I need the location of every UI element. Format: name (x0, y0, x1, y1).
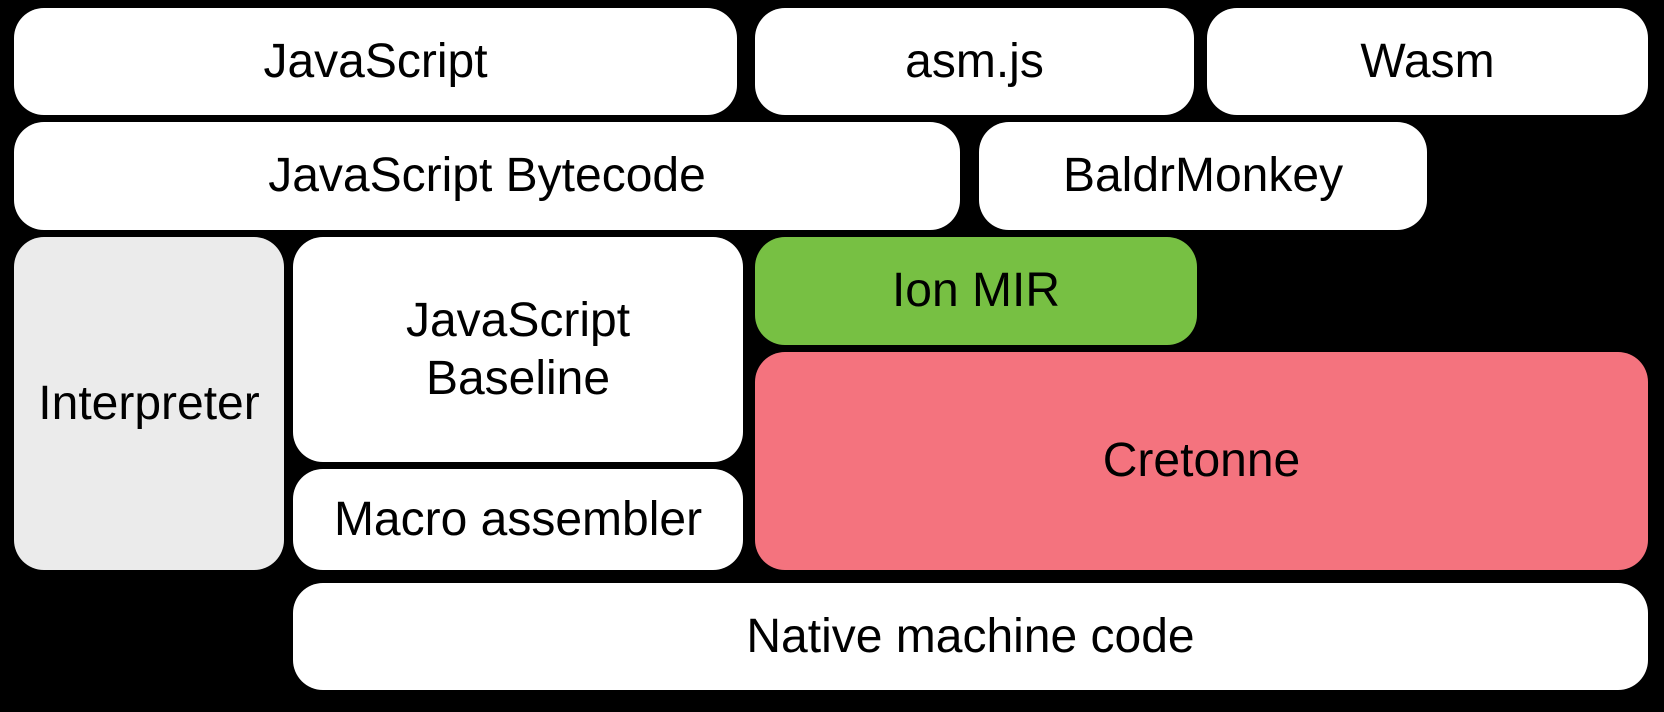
node-javascript-bytecode: JavaScript Bytecode (14, 122, 960, 230)
node-native-machine-code-label: Native machine code (746, 609, 1195, 663)
node-interpreter-label: Interpreter (38, 376, 260, 430)
node-wasm-label: Wasm (1360, 34, 1495, 88)
node-javascript-baseline-line2: Baseline (425, 351, 611, 405)
node-asmjs: asm.js (755, 8, 1194, 115)
node-native-machine-code: Native machine code (293, 583, 1648, 690)
node-javascript: JavaScript (14, 8, 737, 115)
node-wasm: Wasm (1207, 8, 1648, 115)
node-interpreter: Interpreter (14, 237, 284, 570)
node-ion-mir: Ion MIR (755, 237, 1197, 345)
node-javascript-bytecode-label: JavaScript Bytecode (268, 149, 706, 203)
node-javascript-baseline-line1: JavaScript (405, 293, 631, 347)
node-javascript-baseline: JavaScript Baseline (293, 237, 743, 462)
node-ion-mir-label: Ion MIR (891, 264, 1061, 318)
node-cretonne-label: Cretonne (1102, 434, 1301, 488)
node-cretonne: Cretonne (755, 352, 1648, 570)
node-macro-assembler: Macro assembler (293, 469, 743, 570)
node-asmjs-label: asm.js (905, 34, 1044, 88)
node-javascript-label: JavaScript (263, 34, 488, 88)
node-baldrmonkey-label: BaldrMonkey (1062, 149, 1344, 203)
node-baldrmonkey: BaldrMonkey (979, 122, 1427, 230)
node-macro-assembler-label: Macro assembler (333, 492, 703, 546)
node-javascript-baseline-label: JavaScript Baseline (406, 292, 630, 407)
